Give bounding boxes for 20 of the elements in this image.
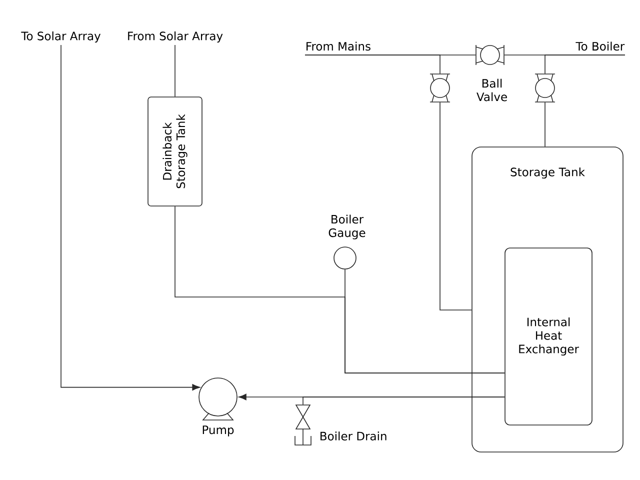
pipe-line: [60, 44, 200, 390]
pipe-label: From Mains: [306, 42, 370, 51]
pipe-line: [544, 54, 626, 74]
pipe-label: To Solar Array: [21, 31, 101, 43]
gauge-label: Boiler Gauge: [328, 214, 366, 240]
heat-exchanger-box: Internal Heat Exchanger: [504, 248, 592, 426]
pipe-label: From Solar Array: [128, 31, 223, 43]
pipe-line: [302, 396, 505, 405]
ball-valve-symbol: [534, 74, 556, 102]
pipe-line: [304, 54, 440, 74]
pump-label: Pump: [202, 426, 234, 436]
tank-box: Drainback Storage Tank: [148, 96, 202, 206]
drain-label: Boiler Drain: [320, 432, 386, 440]
valve-label: Ball Valve: [476, 78, 507, 102]
pipe-line: [544, 102, 546, 147]
pipe-line: [344, 269, 505, 374]
pipe-line: [174, 44, 176, 97]
pipe-line: [440, 102, 472, 310]
ball-valve-symbol: [430, 74, 450, 102]
pipe-label: To Boiler: [576, 42, 625, 51]
